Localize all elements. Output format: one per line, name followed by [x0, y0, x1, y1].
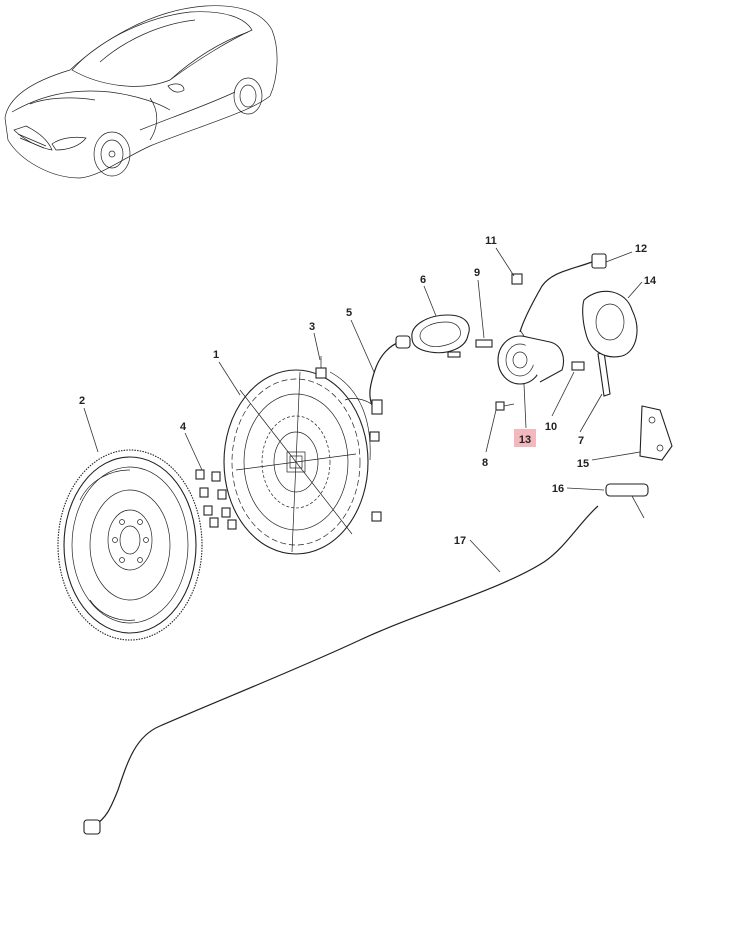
callout-3[interactable]: 3: [309, 321, 315, 333]
callout-17[interactable]: 17: [454, 535, 466, 547]
bolt-part-8: [495, 401, 515, 411]
callout-2[interactable]: 2: [79, 395, 85, 407]
seal-part-7: [597, 351, 611, 397]
callout-13[interactable]: 13: [519, 434, 531, 446]
bleed-nipple-part-9: [475, 339, 493, 348]
fitting-part-16: [605, 483, 649, 519]
callout-8[interactable]: 8: [482, 457, 488, 469]
callout-5[interactable]: 5: [346, 307, 352, 319]
callout-7[interactable]: 7: [578, 435, 584, 447]
callout-4[interactable]: 4: [180, 421, 187, 433]
callout-highlight-13: [514, 429, 536, 447]
bracket-part-15: [639, 405, 673, 461]
clip-part-11: [511, 273, 523, 285]
callout-1[interactable]: 1: [213, 349, 219, 361]
leader-lines: [83, 247, 643, 573]
callout-9[interactable]: 9: [474, 267, 480, 279]
bolt-part-3: [315, 356, 327, 379]
callout-11[interactable]: 11: [485, 235, 497, 247]
fitting-part-10: [571, 361, 585, 371]
hydraulic-pipe-part-17: [83, 505, 599, 835]
callout-15[interactable]: 15: [577, 458, 589, 470]
callout-16[interactable]: 16: [552, 483, 564, 495]
callout-6[interactable]: 6: [420, 274, 426, 286]
bracket-ring-part-14: [582, 290, 638, 358]
clutch-assembly-part: [223, 369, 371, 555]
gasket-part-6: [411, 314, 470, 358]
callout-12[interactable]: 12: [635, 243, 647, 255]
bolt-set-part-4: [195, 469, 237, 530]
callout-14[interactable]: 14: [644, 275, 657, 287]
hydraulic-pipe-part-5: [344, 335, 411, 415]
car-thumbnail-illustration: [4, 5, 278, 179]
callout-10[interactable]: 10: [545, 421, 557, 433]
slave-cylinder-part-13: [497, 261, 593, 385]
flywheel-part: [57, 449, 203, 641]
connector-part-12: [591, 253, 607, 269]
